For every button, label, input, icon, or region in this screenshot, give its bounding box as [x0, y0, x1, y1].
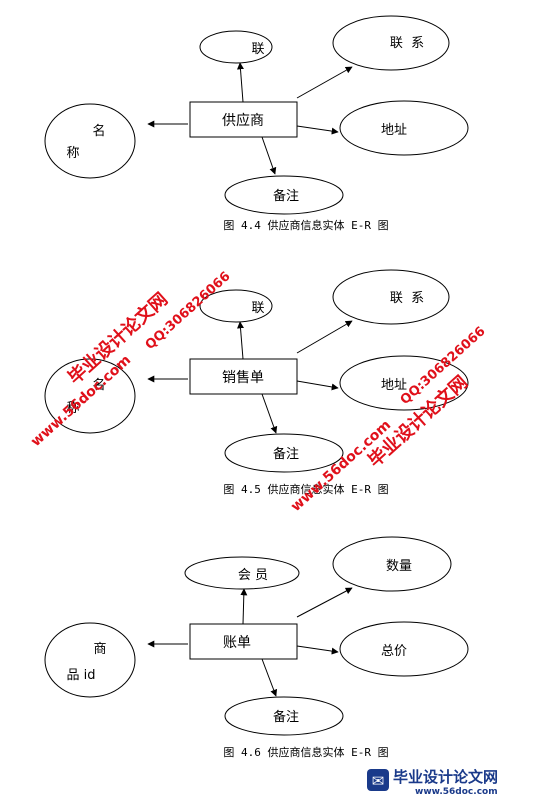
attr-label-top-right: 数量	[386, 559, 412, 574]
entity-label: 销售单	[222, 370, 264, 386]
logo-url: www.56doc.com	[415, 787, 498, 797]
edge-to-top-right	[296, 66, 353, 99]
attr-label-right: 地址	[381, 378, 407, 393]
attr-label-top-right: 联 系	[390, 36, 424, 51]
edge-to-bottom	[261, 136, 277, 175]
attr-ellipse-right	[339, 100, 469, 156]
figure-caption: 图 4.4 供应商信息实体 E-R 图	[223, 218, 388, 232]
attr-label-left-a: 商	[93, 642, 106, 657]
attr-ellipse-right	[339, 621, 469, 677]
entity-label: 账单	[223, 635, 251, 651]
attr-ellipse-top	[199, 289, 273, 323]
attr-ellipse-top	[199, 30, 273, 64]
attr-label-left-a: 名	[92, 123, 105, 139]
edge-to-bottom	[261, 393, 278, 434]
attr-ellipse-bottom	[224, 433, 344, 473]
edge-to-top-right	[296, 320, 353, 354]
edge-to-top	[237, 321, 244, 360]
attr-ellipse-top-right	[332, 15, 450, 71]
attr-ellipse-right	[339, 355, 469, 411]
er-diagram-4-6: 账单 会 员 数量 商 品 id 总价 备注 图 4.6 供应商信息实体 E-R…	[44, 536, 469, 759]
edge-to-top	[240, 588, 248, 625]
attr-label-bottom: 备注	[273, 188, 299, 204]
er-diagram-4-4: 供应商 联 联 系 名 称 地址 备注 图 4.4 供应商信息实体 E-R 图	[44, 15, 469, 232]
figure-caption: 图 4.5 供应商信息实体 E-R 图	[223, 482, 388, 496]
entity-box	[189, 101, 298, 138]
attr-label-top: 会 员	[238, 568, 268, 583]
attr-label-right: 地址	[381, 123, 407, 138]
svg-text:✉: ✉	[372, 772, 385, 790]
entity-label: 供应商	[222, 112, 264, 129]
attr-ellipse-bottom	[224, 696, 344, 736]
attr-label-right: 总价	[381, 644, 407, 659]
attr-ellipse-top-right	[332, 269, 450, 325]
attr-ellipse-left	[44, 622, 136, 698]
logo-mark-icon: ✉	[367, 769, 389, 791]
attr-label-left-a: 名	[92, 377, 105, 393]
er-diagram-4-5: 销售单 联 联 系 名 称 地址 备注 图 4.5 供应商信息实体 E-R 图	[44, 269, 469, 496]
attr-label-top-right: 联 系	[390, 291, 424, 306]
attr-ellipse-left	[44, 103, 136, 179]
attr-label-left-b: 称	[66, 401, 79, 416]
edge-to-right	[296, 125, 339, 135]
attr-label-top: 联	[251, 42, 264, 57]
attr-label-left-b: 称	[66, 146, 79, 161]
attr-label-left-b: 品 id	[67, 668, 96, 683]
attr-label-bottom: 备注	[273, 446, 299, 462]
attr-ellipse-top-right	[332, 536, 452, 592]
edge-to-top-right	[296, 587, 353, 618]
attr-ellipse-bottom	[224, 175, 344, 215]
edge-to-right	[296, 380, 339, 391]
attr-label-bottom: 备注	[273, 709, 299, 725]
site-logo: ✉ 毕业设计论文网 www.56doc.com	[367, 768, 498, 797]
edge-to-right	[296, 645, 339, 655]
attr-ellipse-left	[44, 358, 136, 434]
edge-to-top	[236, 62, 244, 103]
figure-caption: 图 4.6 供应商信息实体 E-R 图	[223, 745, 388, 759]
entity-box	[189, 623, 298, 660]
entity-box	[189, 358, 298, 395]
edge-to-bottom	[261, 658, 278, 697]
logo-title: 毕业设计论文网	[393, 768, 498, 786]
attr-label-top: 联	[251, 301, 264, 316]
